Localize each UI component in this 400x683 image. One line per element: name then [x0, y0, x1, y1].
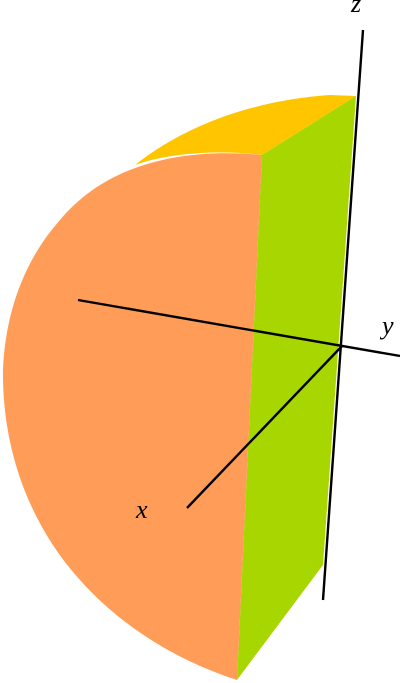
top-face [135, 95, 356, 165]
x-axis-label: x [135, 495, 148, 524]
z-axis-label: z [350, 0, 361, 18]
flat-face [237, 96, 356, 680]
y-axis [77, 298, 400, 358]
y-axis-label: y [379, 311, 394, 340]
x-axis [186, 345, 343, 509]
curved-face [2, 153, 263, 680]
z-axis [321, 29, 365, 601]
